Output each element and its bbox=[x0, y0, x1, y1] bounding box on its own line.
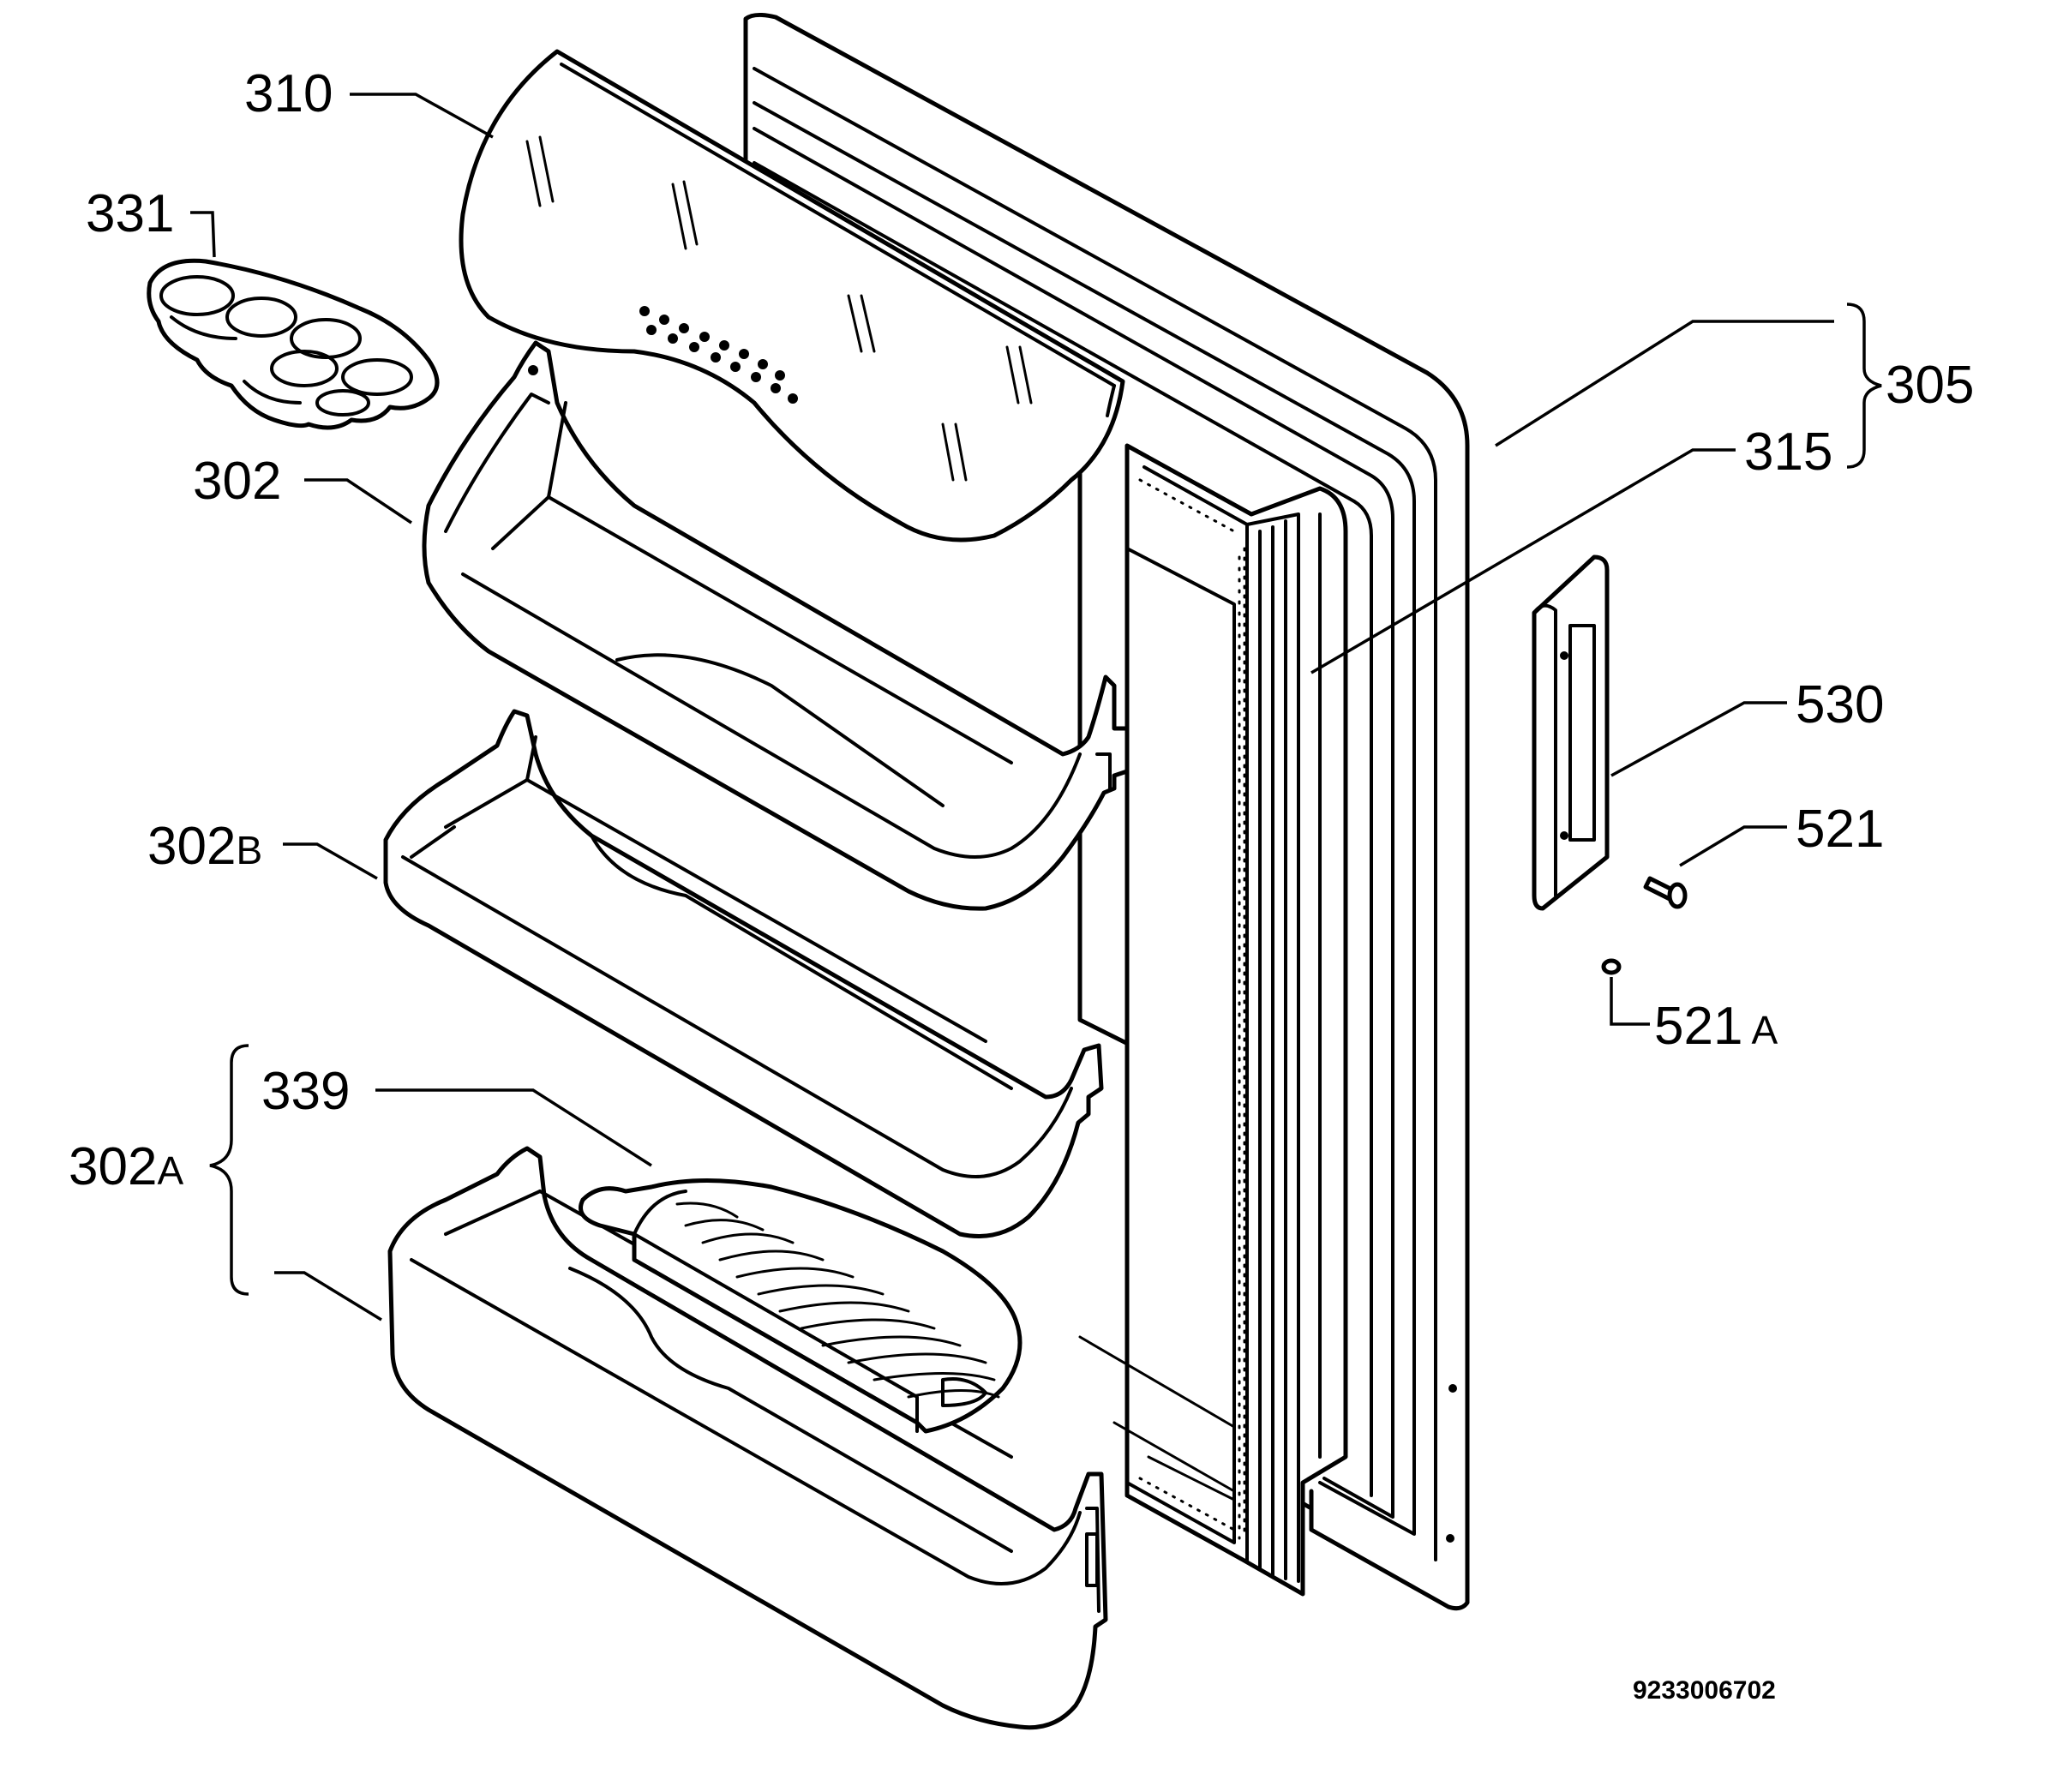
vent-holes bbox=[639, 306, 798, 404]
part-339-can-holder bbox=[579, 1178, 1023, 1434]
label-331: 331 bbox=[86, 184, 174, 243]
label-302b: 302B bbox=[147, 817, 262, 876]
can-holder-ribs bbox=[675, 1202, 1000, 1399]
leader-lines bbox=[190, 93, 1882, 1322]
drawing-code: 9233006702 bbox=[1633, 1676, 1776, 1705]
part-331-egg-tray bbox=[147, 258, 440, 430]
label-530: 530 bbox=[1796, 675, 1884, 734]
label-521: 521 bbox=[1796, 800, 1884, 859]
part-302b-door-bin bbox=[383, 709, 1104, 1238]
gasket-texture bbox=[1138, 478, 1246, 1540]
part-530-handle bbox=[1532, 554, 1610, 911]
label-305: 305 bbox=[1886, 356, 1974, 415]
part-labels: 310 331 302 302B 339 302A 305 315 530 52… bbox=[69, 64, 1974, 1196]
label-302: 302 bbox=[193, 452, 281, 511]
part-521-screw bbox=[1643, 876, 1688, 909]
part-521a-washer bbox=[1601, 958, 1622, 975]
label-315: 315 bbox=[1744, 423, 1832, 482]
part-302-door-bin bbox=[422, 340, 1130, 911]
door-assembly bbox=[743, 12, 1470, 1611]
label-339: 339 bbox=[261, 1062, 350, 1121]
part-310-shelf-cover bbox=[459, 49, 1125, 542]
label-302a: 302A bbox=[69, 1137, 183, 1196]
label-310: 310 bbox=[244, 64, 333, 123]
